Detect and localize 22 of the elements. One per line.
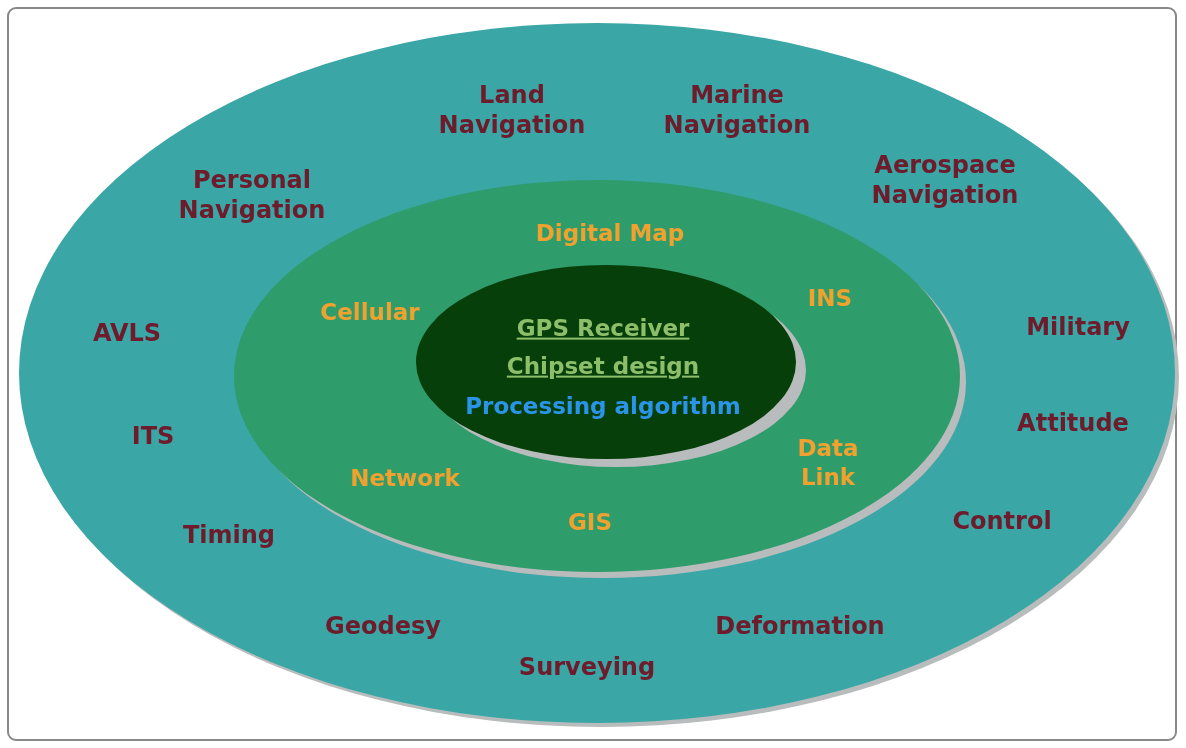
ring-label: Cellular (319, 297, 421, 327)
ring-label: Processing algorithm (464, 391, 742, 421)
ring-label: ITS (130, 421, 176, 451)
ring-label: INS (806, 283, 854, 313)
ring-label: Data Link (796, 434, 860, 492)
ring-label: Surveying (517, 652, 657, 682)
ring-label: Deformation (714, 611, 886, 641)
ring-label: Control (951, 506, 1053, 536)
underlined-label: GPS Receiver (515, 313, 691, 343)
ring-label: Geodesy (324, 611, 442, 641)
ring-label: Timing (181, 520, 277, 550)
ring-label: Marine Navigation (662, 80, 812, 140)
ring-label: Attitude (1016, 408, 1130, 438)
ring-label: Network (349, 463, 461, 493)
underlined-label: Chipset design (505, 351, 701, 381)
ring-label: GIS (567, 507, 613, 537)
ring-label: Military (1025, 312, 1131, 342)
ring-label: Personal Navigation (177, 165, 327, 225)
ring-label: Digital Map (534, 218, 686, 248)
ring-label: Aerospace Navigation (870, 150, 1020, 210)
ring-label: Land Navigation (437, 80, 587, 140)
ring-label: AVLS (91, 318, 163, 348)
